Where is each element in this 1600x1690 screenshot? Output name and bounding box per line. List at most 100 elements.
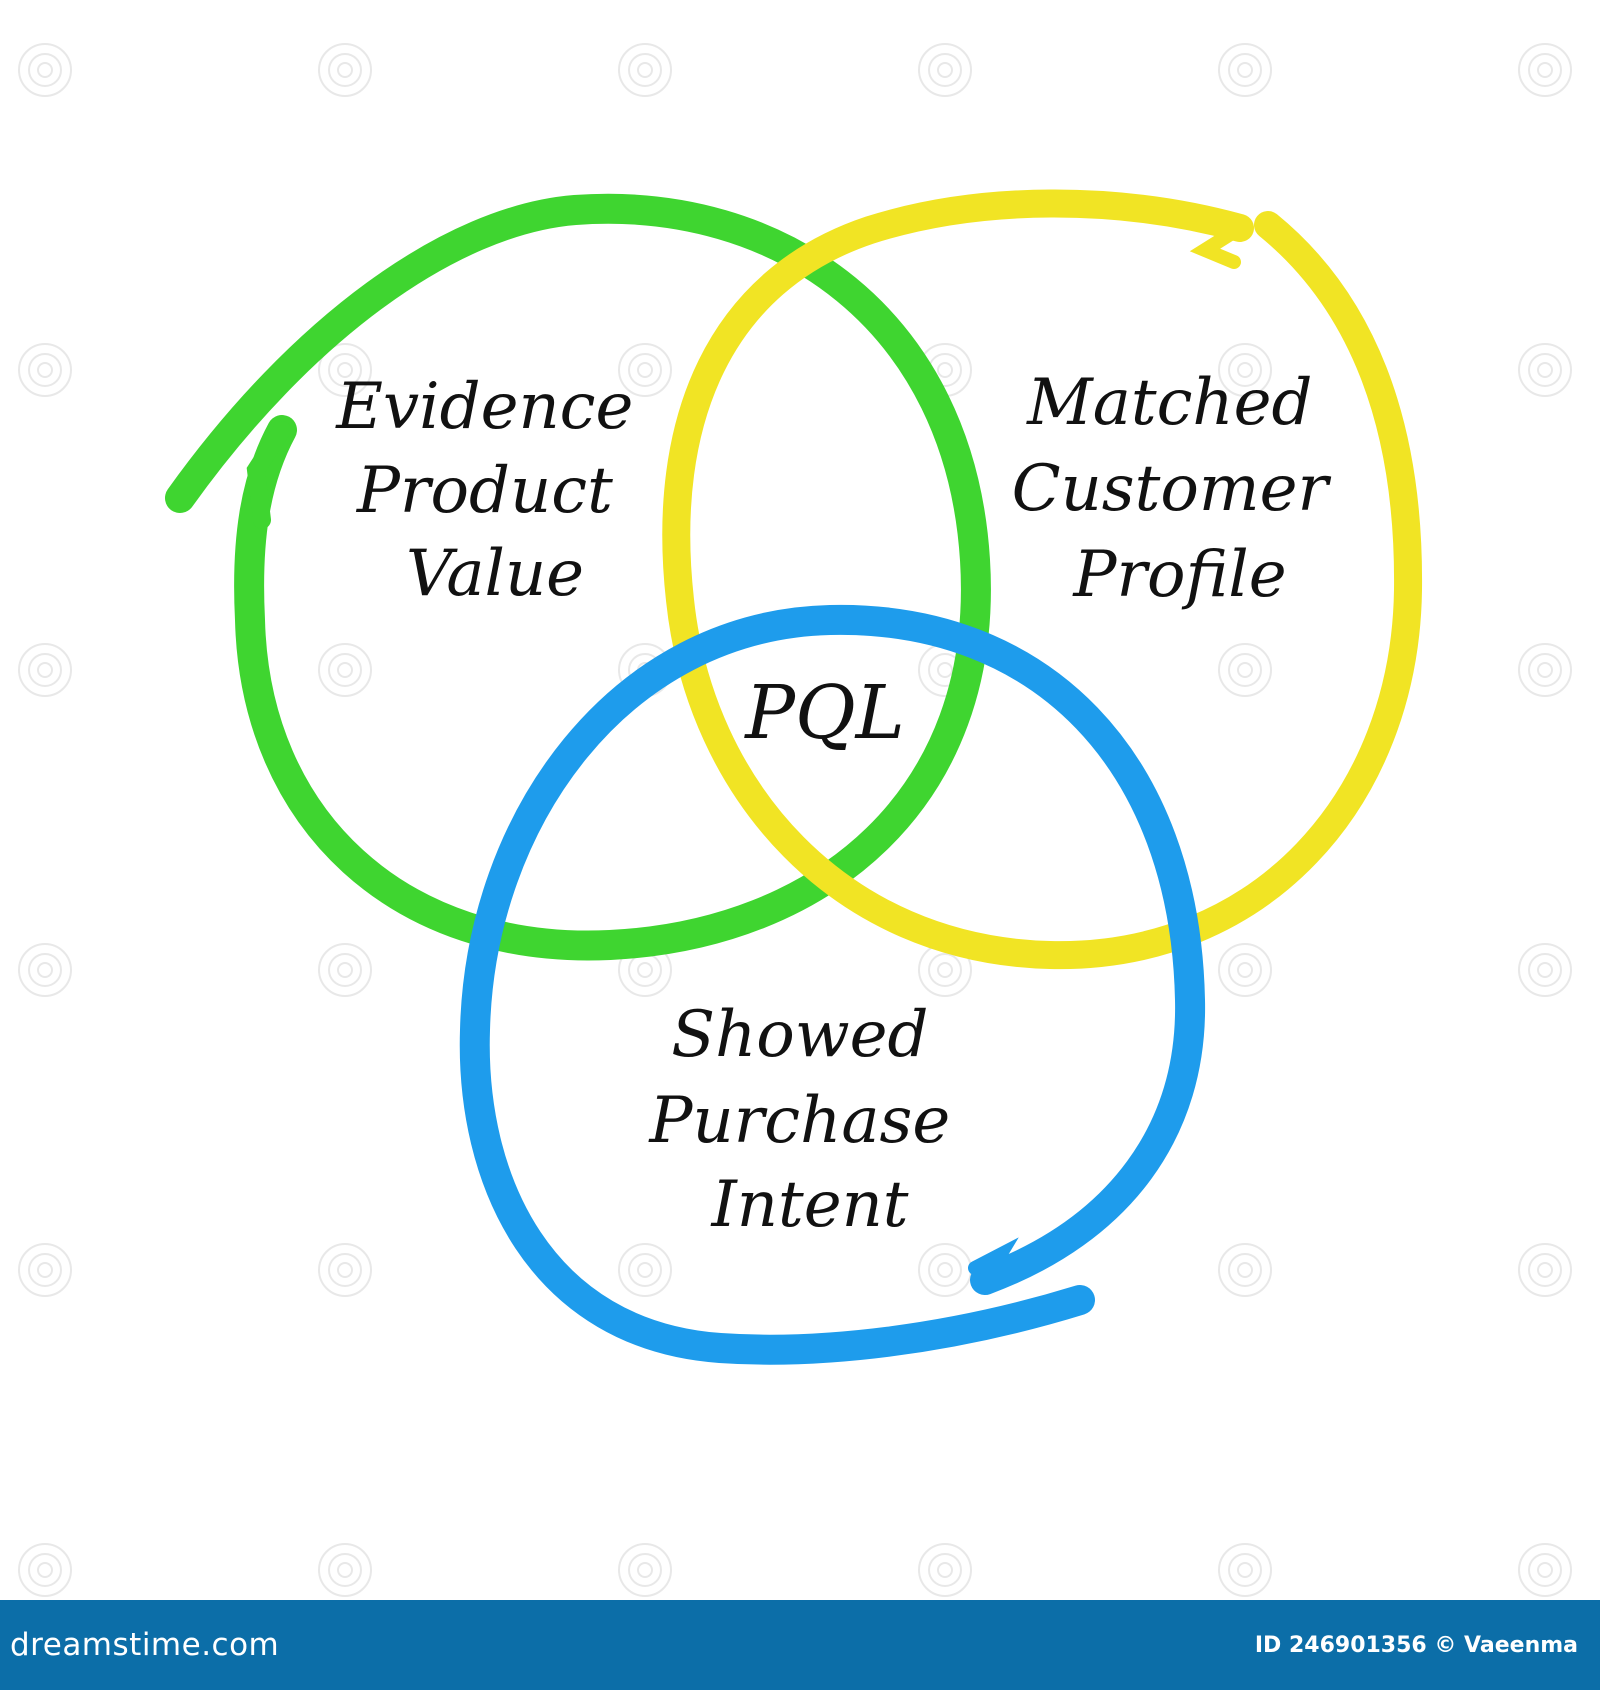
watermark-swirl — [1537, 1262, 1553, 1278]
brand-logo-text[interactable]: dreamstime.com — [10, 1627, 280, 1663]
watermark-swirl — [1537, 362, 1553, 378]
watermark-swirl — [618, 1543, 672, 1597]
watermark-swirl — [318, 643, 372, 697]
watermark-swirl — [1528, 653, 1562, 687]
watermark-swirl — [937, 1262, 953, 1278]
watermark-swirl — [918, 43, 972, 97]
watermark-swirl — [1218, 1543, 1272, 1597]
watermark-swirl — [937, 62, 953, 78]
watermark-swirl — [1218, 643, 1272, 697]
label-showed-line-1: Showed — [671, 998, 928, 1072]
label-evidence-line-2: Product — [356, 454, 613, 528]
label-matched-line-1: Matched — [1026, 366, 1312, 440]
watermark-swirl — [1518, 1543, 1572, 1597]
watermark-swirl — [1518, 943, 1572, 997]
watermark-swirl — [1518, 343, 1572, 397]
watermark-swirl — [1528, 353, 1562, 387]
watermark-swirl — [337, 362, 353, 378]
watermark-swirl — [37, 1262, 53, 1278]
watermark-swirl — [618, 43, 672, 97]
watermark-swirl — [318, 1543, 372, 1597]
watermark-swirl — [37, 62, 53, 78]
watermark-swirl — [1518, 643, 1572, 697]
footer-bar: dreamstime.com ID 246901356 © Vaeenma — [0, 1600, 1600, 1690]
circle-showed — [459, 604, 1206, 1365]
watermark-swirl — [1228, 653, 1262, 687]
watermark-swirl — [1237, 1262, 1253, 1278]
watermark-swirl — [328, 653, 362, 687]
watermark-swirl — [18, 943, 72, 997]
watermark-swirl — [37, 962, 53, 978]
watermark-swirl — [37, 362, 53, 378]
label-evidence-line-1: Evidence — [335, 370, 633, 444]
watermark-swirl — [18, 1543, 72, 1597]
watermark-swirl — [618, 1243, 672, 1297]
watermark-swirl — [637, 362, 653, 378]
watermark-swirl — [28, 1553, 62, 1587]
label-matched-line-3: Profile — [1072, 538, 1286, 612]
watermark-swirl — [28, 953, 62, 987]
watermark-swirl — [1228, 953, 1262, 987]
watermark-swirl — [628, 53, 662, 87]
watermark-swirl — [628, 353, 662, 387]
watermark-swirl — [28, 653, 62, 687]
watermark-swirl — [918, 1543, 972, 1597]
watermark-swirl — [637, 1262, 653, 1278]
watermark-swirl — [318, 1243, 372, 1297]
ring-matched — [662, 189, 1423, 970]
watermark-swirl — [1218, 343, 1272, 397]
watermark-swirl — [928, 1553, 962, 1587]
watermark-swirl — [328, 953, 362, 987]
watermark-swirl — [1537, 1562, 1553, 1578]
watermark-swirl — [628, 1553, 662, 1587]
watermark-swirl — [628, 953, 662, 987]
watermark-swirl — [628, 1253, 662, 1287]
watermark-swirl — [918, 1243, 972, 1297]
watermark-swirl — [1218, 1243, 1272, 1297]
watermark-swirl — [37, 1562, 53, 1578]
watermark-swirl — [328, 53, 362, 87]
watermark-swirl — [37, 662, 53, 678]
label-showed-line-2: Purchase — [648, 1084, 950, 1158]
watermark-swirl — [937, 362, 953, 378]
watermark-swirl — [937, 1562, 953, 1578]
watermark-swirl — [28, 1253, 62, 1287]
watermark-swirl — [1237, 362, 1253, 378]
watermark-swirl — [337, 962, 353, 978]
watermark-swirl — [18, 643, 72, 697]
watermark-swirl — [1218, 43, 1272, 97]
watermark-swirl — [1528, 1553, 1562, 1587]
ring-showed-flick — [968, 1237, 1019, 1287]
watermark-swirl — [28, 353, 62, 387]
watermark-swirl — [1528, 953, 1562, 987]
watermark-swirl — [618, 343, 672, 397]
watermark-swirl — [928, 53, 962, 87]
watermark-swirl — [1218, 943, 1272, 997]
venn-diagram: Evidence Product Value Matched Customer … — [18, 43, 1572, 1597]
watermark-swirl — [637, 62, 653, 78]
watermark-swirl — [1237, 962, 1253, 978]
label-evidence: Evidence Product Value — [335, 370, 653, 611]
label-evidence-line-3: Value — [406, 537, 584, 611]
label-matched: Matched Customer Profile — [1012, 366, 1349, 612]
watermark-swirl — [28, 53, 62, 87]
watermark-swirl — [318, 343, 372, 397]
watermark-swirl — [18, 43, 72, 97]
watermark-swirl — [937, 662, 953, 678]
watermark-swirl — [1228, 1553, 1262, 1587]
watermark-swirl — [328, 1553, 362, 1587]
watermark-swirl — [328, 353, 362, 387]
watermark-swirl — [1228, 1253, 1262, 1287]
watermark-swirl — [1237, 62, 1253, 78]
watermark-swirl — [337, 1562, 353, 1578]
label-showed: Showed Purchase Intent — [648, 998, 970, 1242]
label-showed-line-3: Intent — [710, 1168, 908, 1242]
ring-evidence-flick — [246, 421, 291, 529]
watermark-swirl — [1518, 1243, 1572, 1297]
watermark-swirl — [1528, 1253, 1562, 1287]
ring-evidence — [165, 193, 991, 961]
watermark-pattern — [18, 43, 1572, 1597]
watermark-swirl — [637, 1562, 653, 1578]
watermark-swirl — [1537, 962, 1553, 978]
